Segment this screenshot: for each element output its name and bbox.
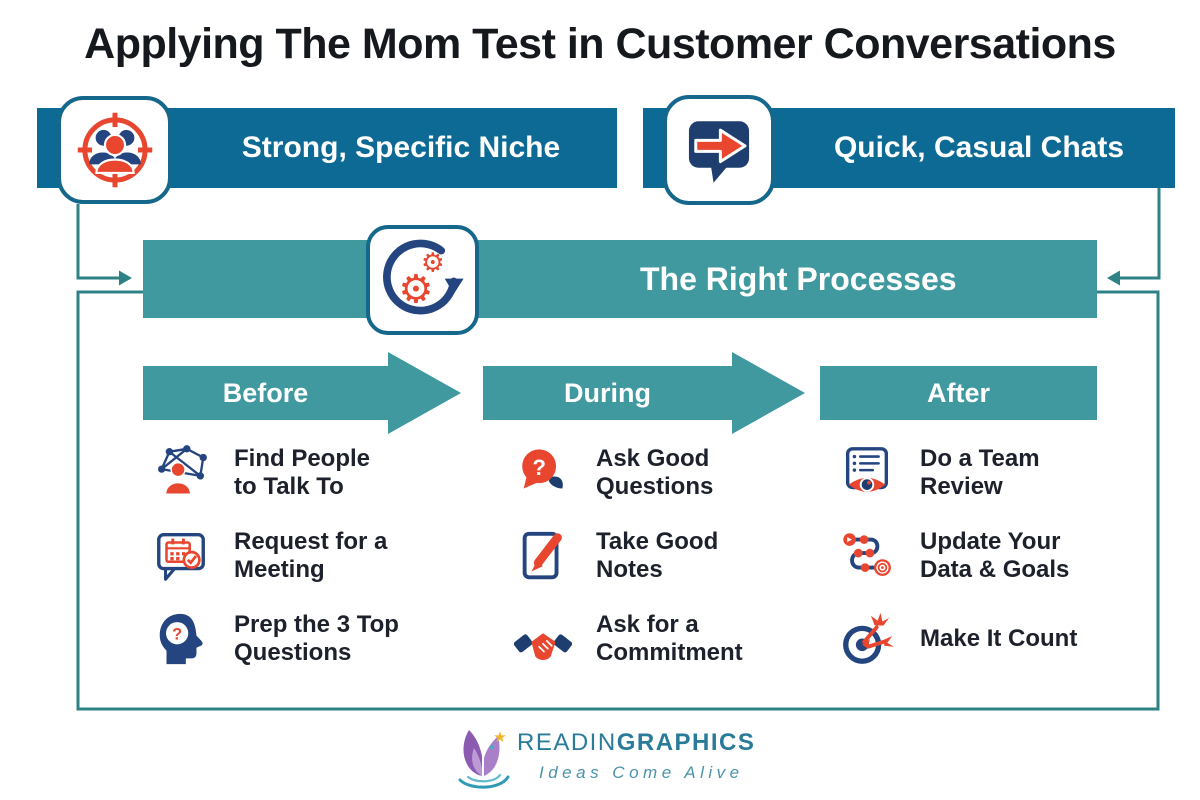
question-bubble-icon: ? [522, 449, 563, 489]
item-label: Ask for a Commitment [596, 611, 743, 666]
head-question-icon: ? [159, 613, 203, 665]
arrowhead-right [1107, 270, 1120, 286]
brand-text: READINGRAPHICS Ideas Come Alive [517, 729, 755, 783]
column-after: Do a Team Review Update Your Da [838, 444, 1168, 693]
banner-processes-label: The Right Processes [640, 261, 957, 297]
list-item-make-count: Make It Count [838, 610, 1168, 668]
phase-arrow-after: After [820, 366, 1097, 420]
notepad-pencil-icon [522, 531, 562, 580]
svg-text:?: ? [172, 626, 182, 644]
phase-arrow-during: During [483, 366, 732, 420]
svg-text:⚙: ⚙ [420, 248, 444, 279]
item-label: Take Good Notes [596, 528, 719, 583]
calendar-bubble-icon [157, 533, 205, 581]
list-item-request-meeting: Request for a Meeting [152, 527, 482, 585]
gears-cycle-icon-card: ⚙ ⚙ [366, 225, 479, 335]
item-label: Make It Count [920, 625, 1078, 652]
chat-arrow-icon [688, 121, 750, 183]
page-title: Applying The Mom Test in Customer Conver… [84, 20, 1116, 68]
item-label: Update Your Data & Goals [920, 528, 1070, 583]
network-person-icon [157, 445, 207, 495]
people-target-icon-card [57, 96, 172, 204]
phase-arrowhead-before [388, 352, 461, 434]
list-item-find-people: Find People to Talk To [152, 444, 482, 502]
handshake-icon [514, 633, 572, 661]
list-item-take-notes: Take Good Notes [514, 527, 844, 585]
column-during: ? Ask Good Questions Take Good Notes [514, 444, 844, 693]
list-item-ask-questions: ? Ask Good Questions [514, 444, 844, 502]
list-item-team-review: Do a Team Review [838, 444, 1168, 502]
banner-right-processes: The Right Processes [143, 240, 1097, 318]
gears-cycle-icon: ⚙ ⚙ [382, 239, 464, 315]
readinggraphics-logo-icon: ★ ★ [458, 728, 510, 789]
chat-arrow-icon-card [663, 95, 775, 205]
banner-chats-label: Quick, Casual Chats [833, 131, 1125, 164]
item-label: Prep the 3 Top Questions [234, 611, 399, 666]
list-item-update-data: Update Your Data & Goals [838, 527, 1168, 585]
list-item-ask-commitment: Ask for a Commitment [514, 610, 844, 668]
phase-arrowhead-during [732, 352, 805, 434]
column-before: Find People to Talk To Request for [152, 444, 482, 693]
list-item-prep-questions: ? Prep the 3 Top Questions [152, 610, 482, 668]
banner-niche-label: Strong, Specific Niche [241, 131, 561, 164]
people-target-icon [77, 112, 152, 188]
svg-text:⚙: ⚙ [398, 267, 433, 312]
brand-tagline: Ideas Come Alive [539, 763, 744, 782]
arrowhead-left [119, 270, 132, 286]
item-label: Find People to Talk To [234, 445, 371, 500]
dartboard-icon [843, 612, 895, 664]
svg-text:★: ★ [488, 743, 495, 752]
document-eye-icon [845, 447, 889, 492]
item-label: Request for a Meeting [234, 528, 388, 583]
phase-arrow-before: Before [143, 366, 388, 420]
brand-name: READINGRAPHICS [517, 729, 756, 756]
path-target-icon [843, 533, 891, 577]
item-label: Ask Good Questions [596, 445, 714, 500]
svg-text:★: ★ [493, 728, 506, 746]
svg-text:?: ? [532, 455, 546, 480]
item-label: Do a Team Review [920, 445, 1040, 500]
